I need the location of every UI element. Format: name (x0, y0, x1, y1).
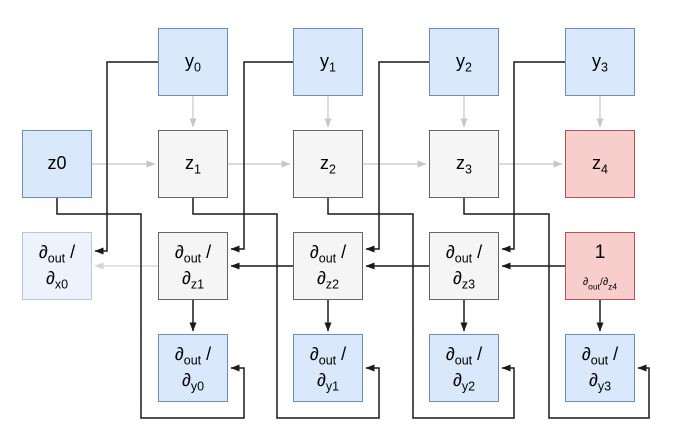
node-y0-label: y0 (185, 51, 201, 75)
node-y2: y2 (429, 28, 499, 96)
node-z0: z0 (22, 130, 92, 198)
node-y2-label: y2 (456, 51, 472, 75)
node-z4-label: z4 (592, 153, 608, 177)
edge-y3-dz3 (501, 61, 565, 253)
node-z4: z4 (565, 130, 635, 198)
node-dz1: ∂out /∂z1 (158, 232, 228, 300)
edge-z0-dy0 (56, 198, 245, 419)
edge-z3-dy3 (463, 198, 650, 419)
node-dx0: ∂out /∂x0 (22, 232, 92, 300)
node-dy0-label: ∂out /∂y0 (174, 344, 212, 394)
node-z1-label: z1 (185, 153, 201, 177)
node-z2-label: z2 (320, 153, 336, 177)
node-y3: y3 (565, 28, 635, 96)
node-y3-label: y3 (592, 51, 608, 75)
edge-z2-dy2 (327, 198, 515, 419)
edge-y2-dz2 (365, 61, 429, 253)
node-dx0-label: ∂out /∂x0 (38, 242, 76, 292)
node-dz2-label: ∂out /∂z2 (309, 242, 347, 292)
node-dy0: ∂out /∂y0 (158, 334, 228, 402)
node-z3-label: z3 (456, 153, 472, 177)
node-dy2-label: ∂out /∂y2 (445, 344, 483, 394)
node-dz4-label: 1∂out/∂z4 (582, 241, 618, 292)
node-dy1: ∂out /∂y1 (293, 334, 363, 402)
edge-z1-dy1 (192, 198, 380, 419)
node-y1-label: y1 (320, 51, 336, 75)
node-dz4: 1∂out/∂z4 (565, 232, 635, 300)
node-z1: z1 (158, 130, 228, 198)
node-dz3: ∂out /∂z3 (429, 232, 499, 300)
node-dz1-label: ∂out /∂z1 (174, 242, 212, 292)
edge-y1-dz1 (230, 61, 293, 253)
node-dz3-label: ∂out /∂z3 (445, 242, 483, 292)
node-y1: y1 (293, 28, 363, 96)
node-dy3: ∂out /∂y3 (565, 334, 635, 402)
node-dz2: ∂out /∂z2 (293, 232, 363, 300)
node-dy1-label: ∂out /∂y1 (309, 344, 347, 394)
node-z0-label: z0 (47, 153, 67, 174)
node-z3: z3 (429, 130, 499, 198)
node-z2: z2 (293, 130, 363, 198)
node-dy3-label: ∂out /∂y3 (581, 344, 619, 394)
node-dy2: ∂out /∂y2 (429, 334, 499, 402)
edge-y0-dx0 (94, 61, 158, 255)
node-y0: y0 (158, 28, 228, 96)
